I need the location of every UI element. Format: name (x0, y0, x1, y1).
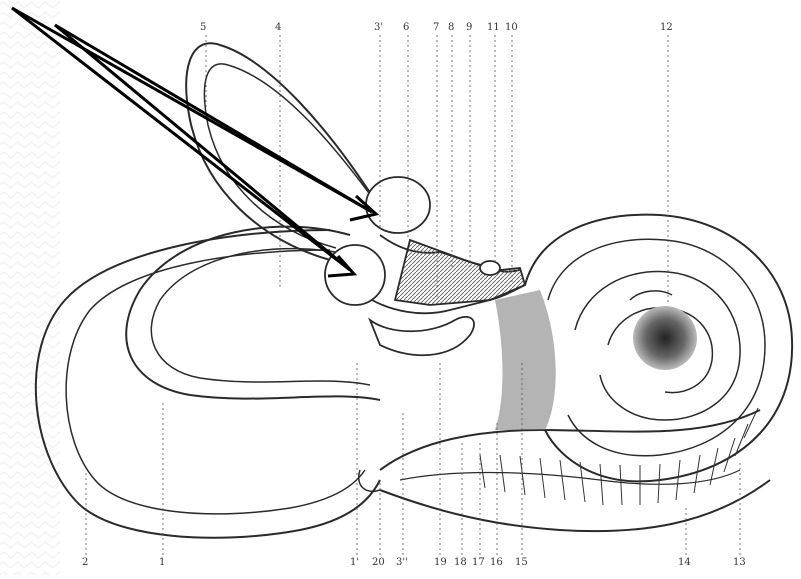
label-1-prime: 1' (350, 557, 359, 568)
label-20: 20 (372, 557, 385, 568)
label-16: 16 (490, 557, 503, 568)
label-7: 7 (433, 22, 439, 33)
arrow-to-lower-ampulla (12, 8, 350, 270)
label-18: 18 (454, 557, 467, 568)
shaded-region (495, 290, 556, 430)
scala-tympani (359, 410, 770, 531)
label-3-double-prime: 3'' (396, 557, 408, 568)
ampulla-upper (366, 177, 430, 233)
label-13: 13 (733, 557, 746, 568)
label-5: 5 (200, 22, 206, 33)
annotation-arrows (12, 8, 376, 276)
label-11: 11 (487, 22, 500, 33)
bottom-leader-lines (86, 360, 740, 555)
label-4: 4 (275, 22, 281, 33)
label-1: 1 (159, 557, 165, 568)
label-6: 6 (403, 22, 409, 33)
label-9: 9 (466, 22, 472, 33)
label-14: 14 (678, 557, 691, 568)
cochlea (525, 215, 792, 482)
label-12: 12 (660, 22, 673, 33)
label-8: 8 (448, 22, 454, 33)
label-2: 2 (82, 557, 88, 568)
label-19: 19 (434, 557, 447, 568)
label-17: 17 (472, 557, 485, 568)
label-10: 10 (505, 22, 518, 33)
cochlea-apex (633, 306, 697, 370)
label-3-prime: 3' (374, 22, 383, 33)
background-texture (0, 0, 60, 575)
label-15: 15 (515, 557, 528, 568)
